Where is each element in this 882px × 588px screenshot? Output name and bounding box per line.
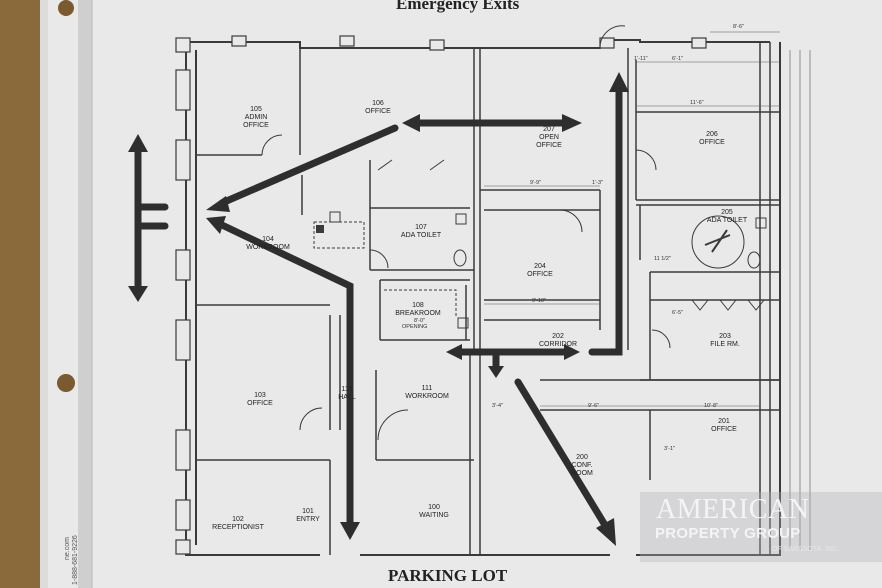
room-name: OFFICE [365,108,391,115]
binder-hole [58,0,74,16]
room-206: 206 OFFICE [699,131,725,147]
dimension-label: 10'-8" [704,403,719,409]
room-101: 101 ENTRY [296,508,320,524]
room-number: 205 [721,209,733,216]
room-104: 104 WORKROOM [246,236,290,252]
room-202: 202 CORRIDOR [539,333,577,349]
parking-lot-label: PARKING LOT [388,566,508,585]
logo-backdrop [640,492,882,562]
room-number: 200 [576,454,588,461]
exit-arrow-diagonal-right [514,378,616,546]
binder-hole [57,374,75,392]
dimension-label: 1'-3" [592,180,603,186]
room-number: 102 [232,516,244,523]
room-name: HALL [338,394,356,401]
room-name: CONF. ROOM [571,462,593,477]
room-number: 103 [254,392,266,399]
room-203: 203 FILE RM. [710,333,740,349]
room-name: OPEN OFFICE [536,134,562,149]
brand-line-2: PROPERTY GROUP [655,525,801,542]
room-name: RECEPTIONIST [212,524,264,531]
room-number: 108 [412,302,424,309]
exit-arrow-diagonal-upper [206,124,399,212]
room-201: 201 OFFICE [711,418,737,434]
brand-line-1: AMERICAN [656,494,810,525]
room-name: OFFICE [527,271,553,278]
room-111: 111 WORKROOM [405,385,449,401]
room-205: 205 ADA TOILET [707,209,747,225]
room-number: 105 [250,106,262,113]
room-number: 100 [428,504,440,511]
exit-arrow-diagonal-lower [206,216,360,540]
room-number: 104 [262,236,274,243]
room-108: 108 BREAKROOM [395,302,441,318]
room-name: WORKROOM [405,393,449,400]
dimension-label: 3'-1" [664,446,675,452]
room-200: 200 CONF. ROOM [569,454,595,478]
opening-label: OPENING [402,324,428,330]
room-name: FILE RM. [710,341,740,348]
edge-phone-text: 1-888-681-9226 [72,535,79,585]
dimension-label: 9'-10" [532,298,547,304]
room-110: 110 HALL [338,386,356,402]
exit-arrow-left-vertical [128,134,169,302]
room-103: 103 OFFICE [247,392,273,408]
room-name: CORRIDOR [538,341,578,348]
room-name: OFFICE [247,400,273,407]
room-name: BREAKROOM [395,310,441,317]
room-207: 207 OPEN OFFICE [534,126,564,150]
room-105: 105 ADMIN OFFICE [241,106,271,130]
dimension-label: 8'-6" [733,24,744,30]
dimension-label: 6'-1" [672,56,683,62]
room-name: OFFICE [711,426,737,433]
fixtures [313,159,767,329]
dimension-label: 8'-0" [414,318,425,324]
dimension-label: 9'-6" [588,403,599,409]
room-name: OFFICE [699,139,725,146]
room-204: 204 OFFICE [527,263,553,279]
room-name: ADA TOILET [400,232,442,239]
room-number: 206 [706,131,718,138]
dimension-label: 1'-11" [634,56,648,62]
room-number: 202 [552,333,564,340]
dimension-lines [484,31,811,550]
wall-columns [175,35,707,555]
room-number: 111 [421,385,433,392]
exit-route-arrows [128,72,629,546]
dimension-label: 11 1/2" [654,256,671,262]
room-number: 203 [719,333,731,340]
room-number: 204 [534,263,546,270]
dimension-label: 9'-9" [530,180,541,186]
dimension-label: 11'-6" [690,100,704,106]
room-name: ADA TOILET [706,217,748,224]
room-106: 106 OFFICE [365,100,391,116]
door-swings [261,25,671,441]
interior-walls [196,42,780,555]
room-name: WORKROOM [246,244,290,251]
room-name: WAITING [419,512,449,519]
room-number: 107 [415,224,427,231]
room-number: 201 [718,418,730,425]
room-name: ENTRY [296,516,320,523]
room-number: 110 [341,386,353,393]
dimension-label: 6'-5" [672,310,683,316]
room-number: 207 [543,126,555,133]
room-name: ADMIN OFFICE [243,114,269,129]
edge-web-text: ne.com [64,537,71,560]
exit-arrow-right-vertical [588,72,629,356]
exit-arrow-horizontal-top [402,114,582,132]
room-100: 100 WAITING [419,504,449,520]
exit-arrow-corridor [446,344,580,378]
room-number: 106 [372,100,384,107]
dimension-label: 3'-4" [492,403,503,409]
room-102: 102 RECEPTIONIST [212,516,264,532]
room-number: 101 [302,508,314,515]
room-107: 107 ADA TOILET [401,224,441,240]
document-title: Emergency Exits [396,0,520,13]
brand-line-3: OF SARASOTA, INC. [772,546,840,553]
